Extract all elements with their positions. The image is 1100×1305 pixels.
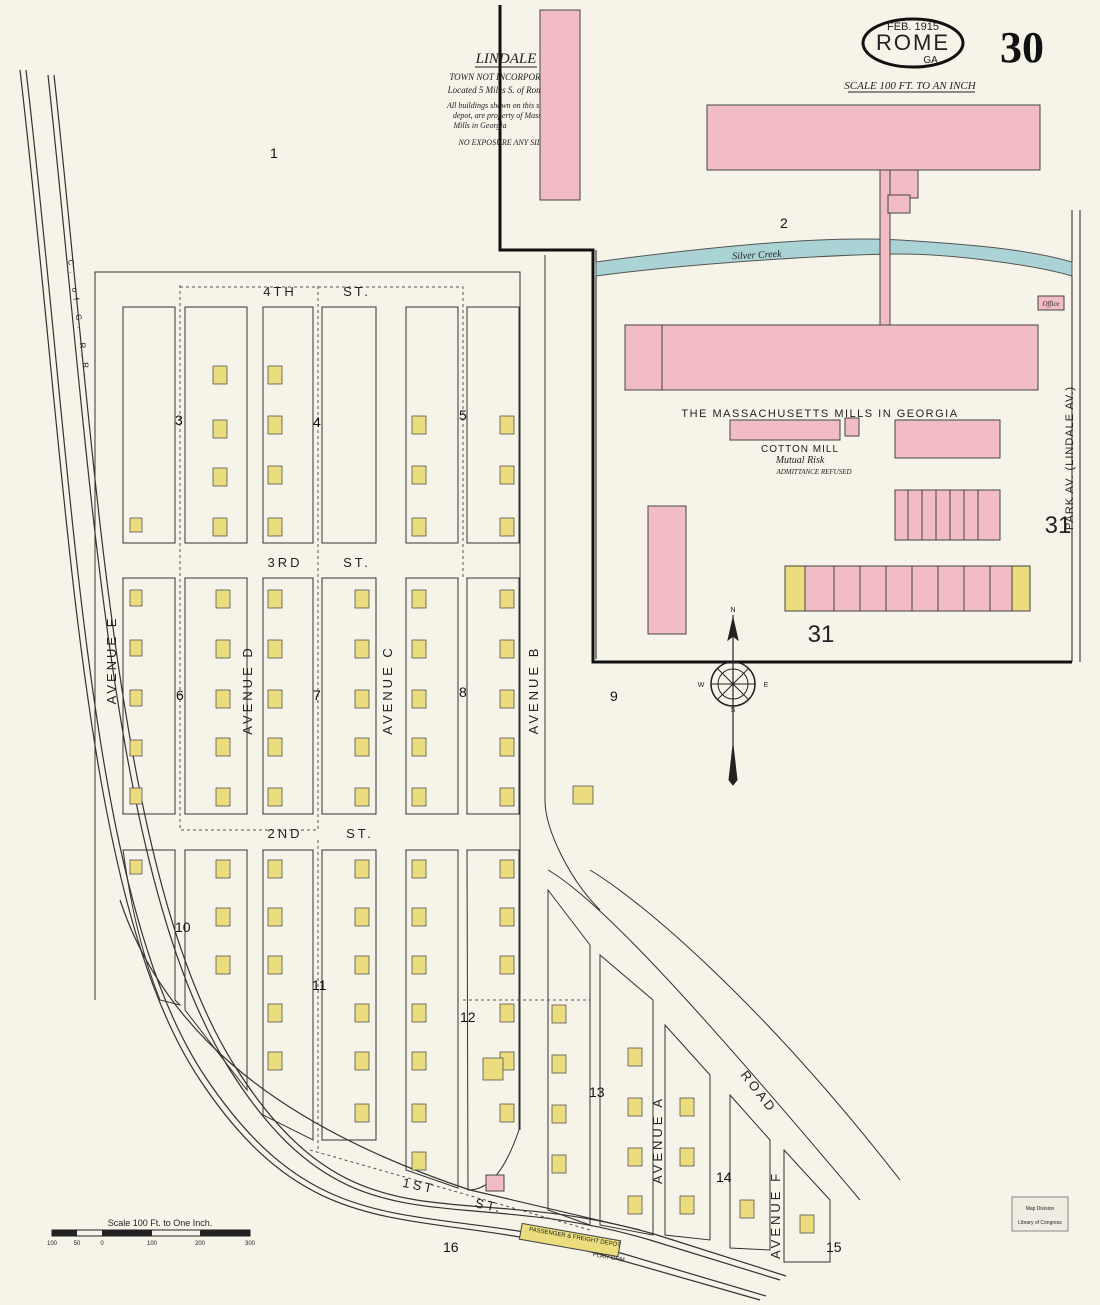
block-number: 3 bbox=[175, 412, 183, 428]
depot-label-2: PLATFORM bbox=[592, 1252, 625, 1264]
sheet-date: FEB. 1915 bbox=[887, 21, 939, 33]
street-2nd: 2ND bbox=[267, 826, 302, 841]
block-number: 2 bbox=[780, 215, 788, 231]
railroad-depot bbox=[518, 1222, 622, 1258]
mill-line-2: Mutual Risk bbox=[775, 455, 825, 466]
scale-tick: 200 bbox=[195, 1241, 206, 1247]
title-line-4: depot, are property of Massachusetts bbox=[453, 111, 571, 120]
block-number: 13 bbox=[589, 1084, 605, 1100]
avenue-b: AVENUE B bbox=[526, 646, 541, 735]
small-brick-building bbox=[485, 1174, 505, 1192]
title-line-5: Mills in Georgia bbox=[452, 121, 506, 130]
scale-tick: 300 bbox=[245, 1241, 256, 1247]
mill-name: THE MASSACHUSETTS MILLS IN GEORGIA bbox=[681, 408, 958, 420]
avenue-e: AVENUE E bbox=[104, 616, 119, 705]
dwellings bbox=[129, 365, 815, 1234]
compass-n: N bbox=[730, 607, 735, 614]
block-number: 8 bbox=[459, 684, 467, 700]
street-1st: 1ST bbox=[401, 1175, 436, 1197]
street-4th-st: ST. bbox=[343, 284, 371, 299]
block-number: 15 bbox=[826, 1239, 842, 1255]
town-name: LINDALE bbox=[475, 51, 537, 67]
sheet-number: 30 bbox=[1000, 23, 1044, 72]
block-number: 1 bbox=[270, 145, 278, 161]
title-line-2: Located 5 Miles S. of Rome, Ga. bbox=[447, 85, 565, 95]
block-number: 14 bbox=[716, 1169, 732, 1185]
avenue-c: AVENUE C bbox=[380, 645, 395, 735]
street-3rd: 3RD bbox=[267, 555, 302, 570]
mill-buildings bbox=[539, 9, 1065, 635]
stamp-line-2: Library of Congress bbox=[1018, 1220, 1062, 1226]
title-line-6: NO EXPOSURE ANY SIDE bbox=[458, 138, 548, 147]
city-blocks bbox=[122, 306, 831, 1263]
stamp-line-1: Map Division bbox=[1026, 1206, 1055, 1212]
street-grid bbox=[94, 255, 901, 1201]
title-line-1: TOWN NOT INCORPORATED bbox=[449, 72, 563, 82]
block-number: 11 bbox=[312, 977, 327, 993]
sheet-ref-31-b: 31 bbox=[808, 621, 835, 648]
block-number: 7 bbox=[313, 687, 321, 703]
block-number: 10 bbox=[175, 919, 191, 935]
state-name: GA. bbox=[923, 55, 940, 66]
railroad-tracks bbox=[19, 69, 787, 1301]
block-numbers: 1 2 3 4 5 6 7 8 9 10 11 12 13 14 15 16 bbox=[175, 145, 842, 1255]
water-mains bbox=[179, 285, 591, 1231]
compass-w: W bbox=[698, 682, 705, 689]
library-stamp bbox=[1011, 1196, 1069, 1232]
avenue-a: AVENUE A bbox=[650, 1096, 665, 1184]
road-label: ROAD bbox=[738, 1068, 780, 1116]
scale-tick: 100 bbox=[47, 1241, 58, 1247]
street-3rd-st: ST. bbox=[343, 555, 371, 570]
office-label: Office bbox=[1042, 300, 1059, 308]
block-number: 6 bbox=[176, 687, 184, 703]
creek-label: Silver Creek bbox=[732, 249, 782, 263]
compass-s: S bbox=[731, 707, 736, 714]
avenue-f: AVENUE F bbox=[768, 1171, 783, 1259]
block-number: 9 bbox=[610, 688, 618, 704]
block-number: 12 bbox=[460, 1009, 476, 1025]
block-number: 4 bbox=[313, 414, 321, 430]
mill-line-3: ADMITTANCE REFUSED bbox=[775, 468, 851, 476]
railroad-label: C. of G. R.R. bbox=[66, 259, 92, 383]
scale-note: SCALE 100 FT. TO AN INCH bbox=[844, 80, 976, 92]
compass-rose bbox=[710, 615, 756, 786]
sheet-ref-31-a: 31 bbox=[1045, 512, 1072, 539]
street-4th: 4TH bbox=[263, 284, 297, 299]
scale-tick: 0 bbox=[100, 1241, 104, 1247]
title-line-3: All buildings shown on this sheet, excep… bbox=[446, 101, 578, 110]
shed-posts bbox=[833, 490, 991, 611]
avenue-d: AVENUE D bbox=[240, 645, 255, 735]
city-name: ROME bbox=[876, 30, 950, 55]
street-2nd-st: ST. bbox=[346, 826, 374, 841]
mill-frame-shed-2 bbox=[1011, 565, 1031, 612]
city-badge bbox=[861, 17, 965, 69]
block-number: 16 bbox=[443, 1239, 459, 1255]
mill-frame-shed bbox=[784, 565, 806, 612]
scale-tick: 100 bbox=[147, 1241, 158, 1247]
block-number: 5 bbox=[459, 407, 467, 423]
scale-tick: 50 bbox=[74, 1241, 81, 1247]
silver-creek bbox=[595, 238, 1073, 277]
mill-line-1: COTTON MILL bbox=[761, 444, 839, 455]
mill-property-line bbox=[498, 5, 1072, 664]
street-1st-st: ST. bbox=[474, 1195, 504, 1215]
scale-bar-title: Scale 100 Ft. to One Inch. bbox=[108, 1218, 213, 1228]
park-avenue-label: PARK AV. (LINDALE AV.) bbox=[1064, 386, 1076, 530]
compass-e: E bbox=[764, 682, 769, 689]
